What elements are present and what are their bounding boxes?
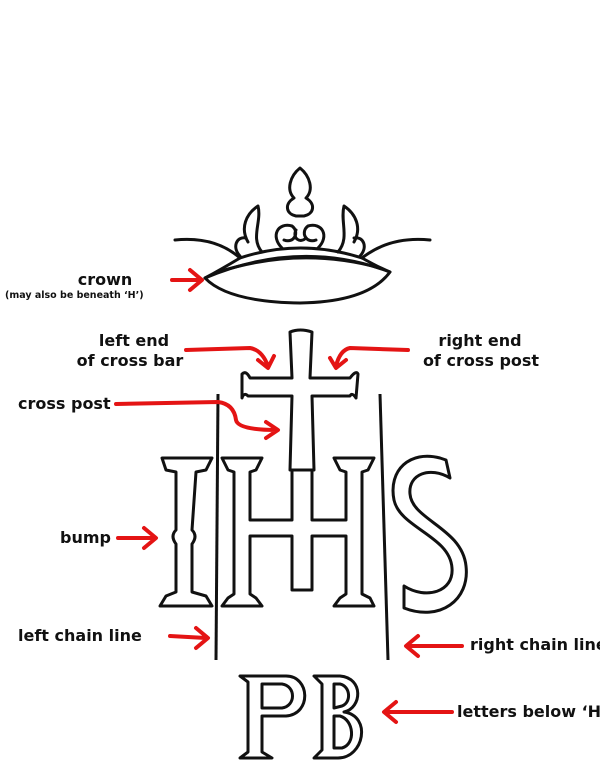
right-chain-line-label: right chain line [470, 635, 600, 654]
arrows [114, 268, 464, 724]
letters-below-arrow [382, 700, 454, 724]
bump-arrow [116, 526, 158, 550]
left-end-label-line1: left end [98, 331, 170, 350]
left-chain-line-label: left chain line [18, 626, 142, 645]
right-end-label-line1: right end [438, 331, 522, 350]
left-chain-arrow [168, 626, 210, 650]
right-chain-line-drawing [378, 393, 390, 661]
crown-label: crown [77, 270, 133, 289]
right-chain-arrow [404, 634, 464, 658]
letter-i-drawing [158, 456, 214, 608]
left-chain-line-drawing [214, 393, 220, 661]
letters-pb-drawing [238, 674, 363, 760]
right-end-label-line2: of cross post [422, 351, 540, 370]
crown-drawing [173, 166, 432, 305]
right-end-arrow [328, 346, 410, 370]
cross-post-arrow [114, 400, 280, 440]
left-end-arrow [184, 346, 276, 370]
left-end-label-line2: of cross bar [76, 351, 184, 370]
cross-drawing [240, 328, 360, 472]
bump-label: bump [60, 528, 111, 547]
letters-below-label: letters below ‘H’ [457, 702, 600, 721]
crown-note-label: (may also be beneath ‘H’) [5, 290, 144, 301]
cross-post-label: cross post [18, 394, 111, 413]
letter-h-drawing [220, 456, 376, 608]
crown-arrow [170, 268, 204, 292]
letter-s-drawing [391, 454, 468, 614]
